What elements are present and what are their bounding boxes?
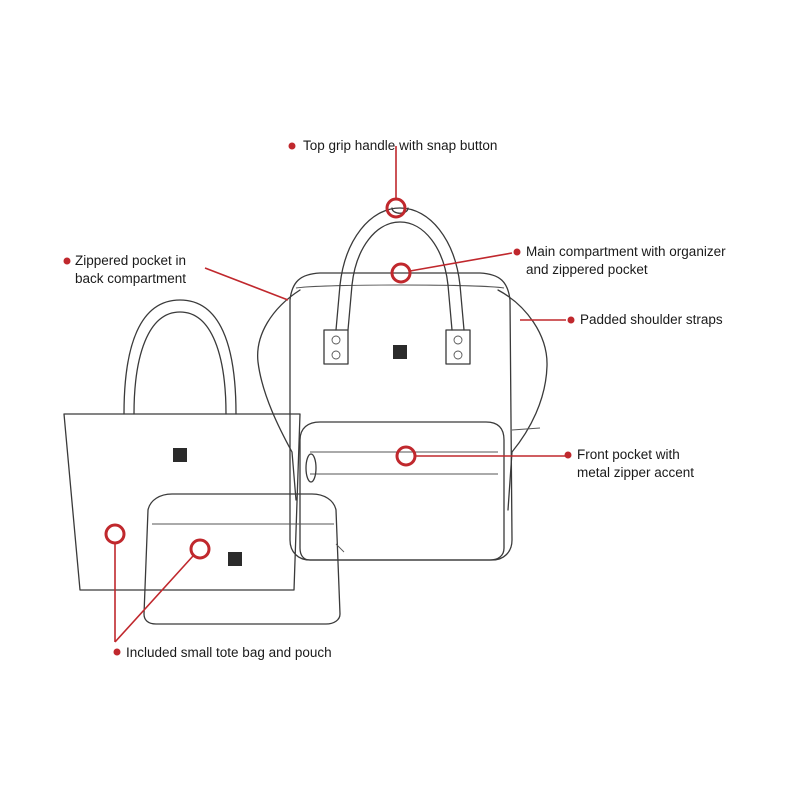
callout-text: Front pocket with: [577, 447, 680, 462]
callout-text: Main compartment with organizer: [526, 244, 726, 259]
highlight-ring-icon: [104, 523, 126, 545]
callout-dot-icon: [63, 257, 71, 265]
callout-dot-icon: [513, 248, 521, 256]
highlight-ring-icon: [390, 262, 412, 284]
callout-text: Included small tote bag and pouch: [126, 645, 332, 660]
brand-logo-icon: [393, 345, 407, 359]
callout-text: back compartment: [75, 271, 187, 286]
callout-front-pocket: Front pocket with metal zipper accent: [577, 446, 694, 482]
highlight-ring-icon: [189, 538, 211, 560]
tote-illustration: [63, 299, 301, 591]
callout-text: Zippered pocket in: [75, 253, 187, 268]
callout-tote-pouch: Included small tote bag and pouch: [126, 644, 332, 662]
callout-leaders: [104, 146, 566, 643]
callout-text: Padded shoulder straps: [580, 312, 723, 327]
callout-text: metal zipper accent: [577, 465, 695, 480]
callout-dot-icon: [113, 648, 121, 656]
callout-back-pocket: Zippered pocket in back compartment: [75, 252, 186, 288]
callout-dot-icon: [288, 142, 296, 150]
brand-logo-icon: [173, 448, 187, 462]
callout-dot-icon: [564, 451, 572, 459]
highlight-ring-icon: [385, 197, 407, 219]
callout-text: and zippered pocket: [526, 262, 648, 277]
highlight-ring-icon: [395, 445, 417, 467]
backpack-illustration: [257, 207, 548, 561]
brand-logo-icon: [228, 552, 242, 566]
callout-top-handle: Top grip handle with snap button: [303, 137, 497, 155]
pouch-illustration: [143, 493, 345, 625]
callout-shoulder-straps: Padded shoulder straps: [580, 311, 723, 329]
callout-text: Top grip handle with snap button: [303, 138, 498, 153]
callout-main-compartment: Main compartment with organizer and zipp…: [526, 243, 726, 279]
callout-dot-icon: [567, 316, 575, 324]
callout-dots: [63, 142, 575, 656]
